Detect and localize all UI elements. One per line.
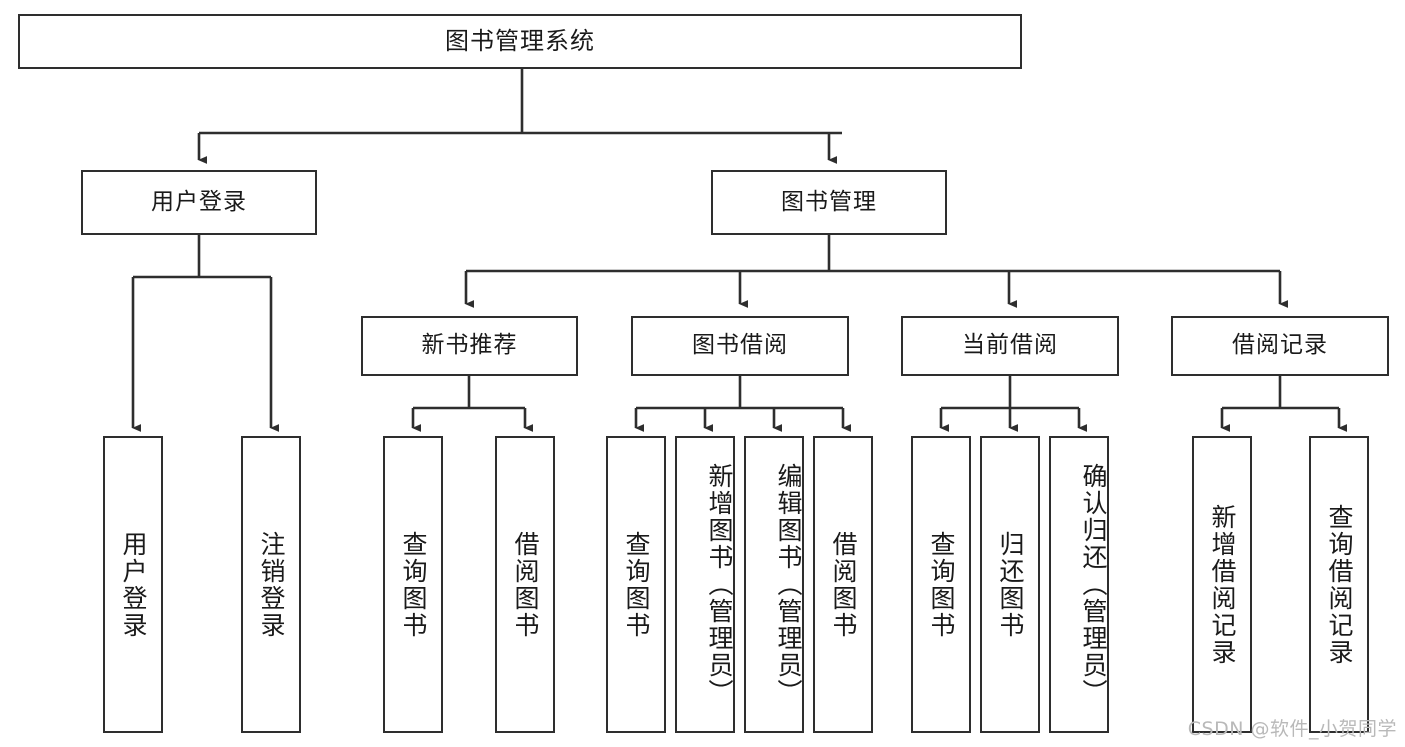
node-leaf-query-book-3-label: 查询图书 [927, 530, 956, 639]
node-leaf-confirm-return[interactable]: 确认归还（管理员） [1049, 436, 1109, 733]
node-current-borrow-label: 当前借阅 [962, 332, 1058, 359]
node-book-borrow-label: 图书借阅 [692, 332, 788, 359]
node-leaf-borrow-book-1[interactable]: 借阅图书 [495, 436, 555, 733]
node-leaf-return-book[interactable]: 归还图书 [980, 436, 1040, 733]
node-leaf-edit-book-label: 编辑图书（管理员） [774, 463, 803, 706]
node-leaf-query-book-1-label: 查询图书 [399, 530, 428, 639]
node-leaf-add-record[interactable]: 新增借阅记录 [1192, 436, 1252, 733]
node-book-manage[interactable]: 图书管理 [711, 170, 947, 235]
node-root-label: 图书管理系统 [445, 27, 595, 56]
node-new-book-recommend-label: 新书推荐 [421, 332, 518, 359]
node-leaf-borrow-book-2[interactable]: 借阅图书 [813, 436, 873, 733]
node-leaf-logout-login-label: 注销登录 [257, 530, 286, 639]
node-leaf-add-book[interactable]: 新增图书（管理员） [675, 436, 735, 733]
node-leaf-add-record-label: 新增借阅记录 [1208, 503, 1237, 666]
node-leaf-user-login[interactable]: 用户登录 [103, 436, 163, 733]
node-leaf-query-book-3[interactable]: 查询图书 [911, 436, 971, 733]
watermark: CSDN @软件_小贺同学 [1187, 718, 1397, 740]
node-user-login-label: 用户登录 [151, 188, 247, 215]
node-leaf-query-book-2[interactable]: 查询图书 [606, 436, 666, 733]
node-book-borrow[interactable]: 图书借阅 [631, 316, 849, 376]
node-leaf-query-book-2-label: 查询图书 [622, 530, 651, 639]
node-leaf-add-book-label: 新增图书（管理员） [705, 463, 734, 706]
node-book-manage-label: 图书管理 [781, 188, 877, 215]
node-leaf-edit-book[interactable]: 编辑图书（管理员） [744, 436, 804, 733]
node-root[interactable]: 图书管理系统 [18, 14, 1022, 69]
node-leaf-query-record-label: 查询借阅记录 [1325, 503, 1354, 666]
node-new-book-recommend[interactable]: 新书推荐 [361, 316, 578, 376]
node-leaf-confirm-return-label: 确认归还（管理员） [1079, 463, 1108, 706]
node-leaf-borrow-book-2-label: 借阅图书 [829, 530, 858, 639]
node-user-login[interactable]: 用户登录 [81, 170, 317, 235]
node-borrow-record-label: 借阅记录 [1232, 332, 1328, 359]
node-leaf-query-book-1[interactable]: 查询图书 [383, 436, 443, 733]
node-leaf-logout-login[interactable]: 注销登录 [241, 436, 301, 733]
node-current-borrow[interactable]: 当前借阅 [901, 316, 1119, 376]
node-borrow-record[interactable]: 借阅记录 [1171, 316, 1389, 376]
node-leaf-borrow-book-1-label: 借阅图书 [511, 530, 540, 639]
node-leaf-user-login-label: 用户登录 [119, 530, 148, 639]
node-leaf-return-book-label: 归还图书 [996, 530, 1025, 639]
node-leaf-query-record[interactable]: 查询借阅记录 [1309, 436, 1369, 733]
